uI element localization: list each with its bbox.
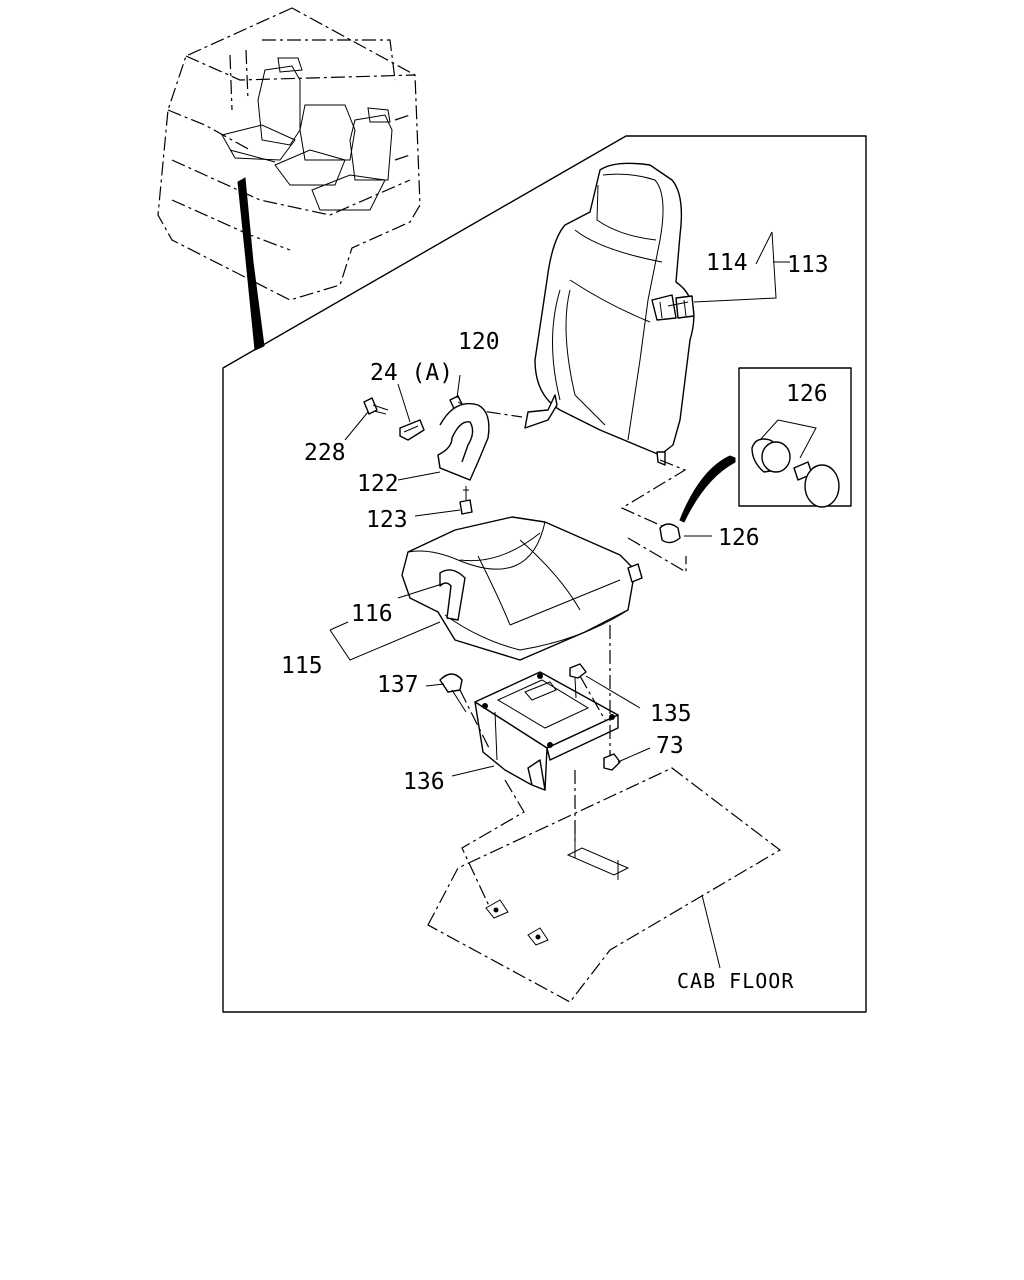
label-113: 113	[787, 252, 829, 278]
cab-floor-panel	[427, 767, 782, 1003]
label-cab-floor: CAB FLOOR	[677, 969, 794, 993]
label-73: 73	[656, 733, 684, 759]
label-126: 126	[718, 525, 760, 551]
detail-inset-126	[679, 367, 852, 523]
cab-overview	[157, 7, 421, 351]
mounting-bracket	[474, 671, 619, 791]
label-123: 123	[366, 507, 408, 533]
main-frame	[222, 135, 867, 1013]
label-135: 135	[650, 701, 692, 727]
label-114: 114	[706, 250, 748, 276]
label-116: 116	[351, 601, 393, 627]
label-136: 136	[403, 769, 445, 795]
part-labels: 113 114 120 24 (A) 228 122 123 126 126 1…	[281, 250, 829, 993]
label-122: 122	[357, 471, 399, 497]
seat-back	[524, 162, 695, 466]
leader-lines	[329, 231, 817, 969]
label-228: 228	[304, 440, 346, 466]
hardware-parts	[363, 395, 681, 771]
label-137: 137	[377, 672, 419, 698]
label-120: 120	[458, 329, 500, 355]
label-115: 115	[281, 653, 323, 679]
label-126-detail: 126	[786, 381, 828, 407]
seat-cushion	[401, 516, 643, 661]
label-24a: 24 (A)	[370, 360, 453, 386]
assembly-guides	[459, 407, 687, 909]
